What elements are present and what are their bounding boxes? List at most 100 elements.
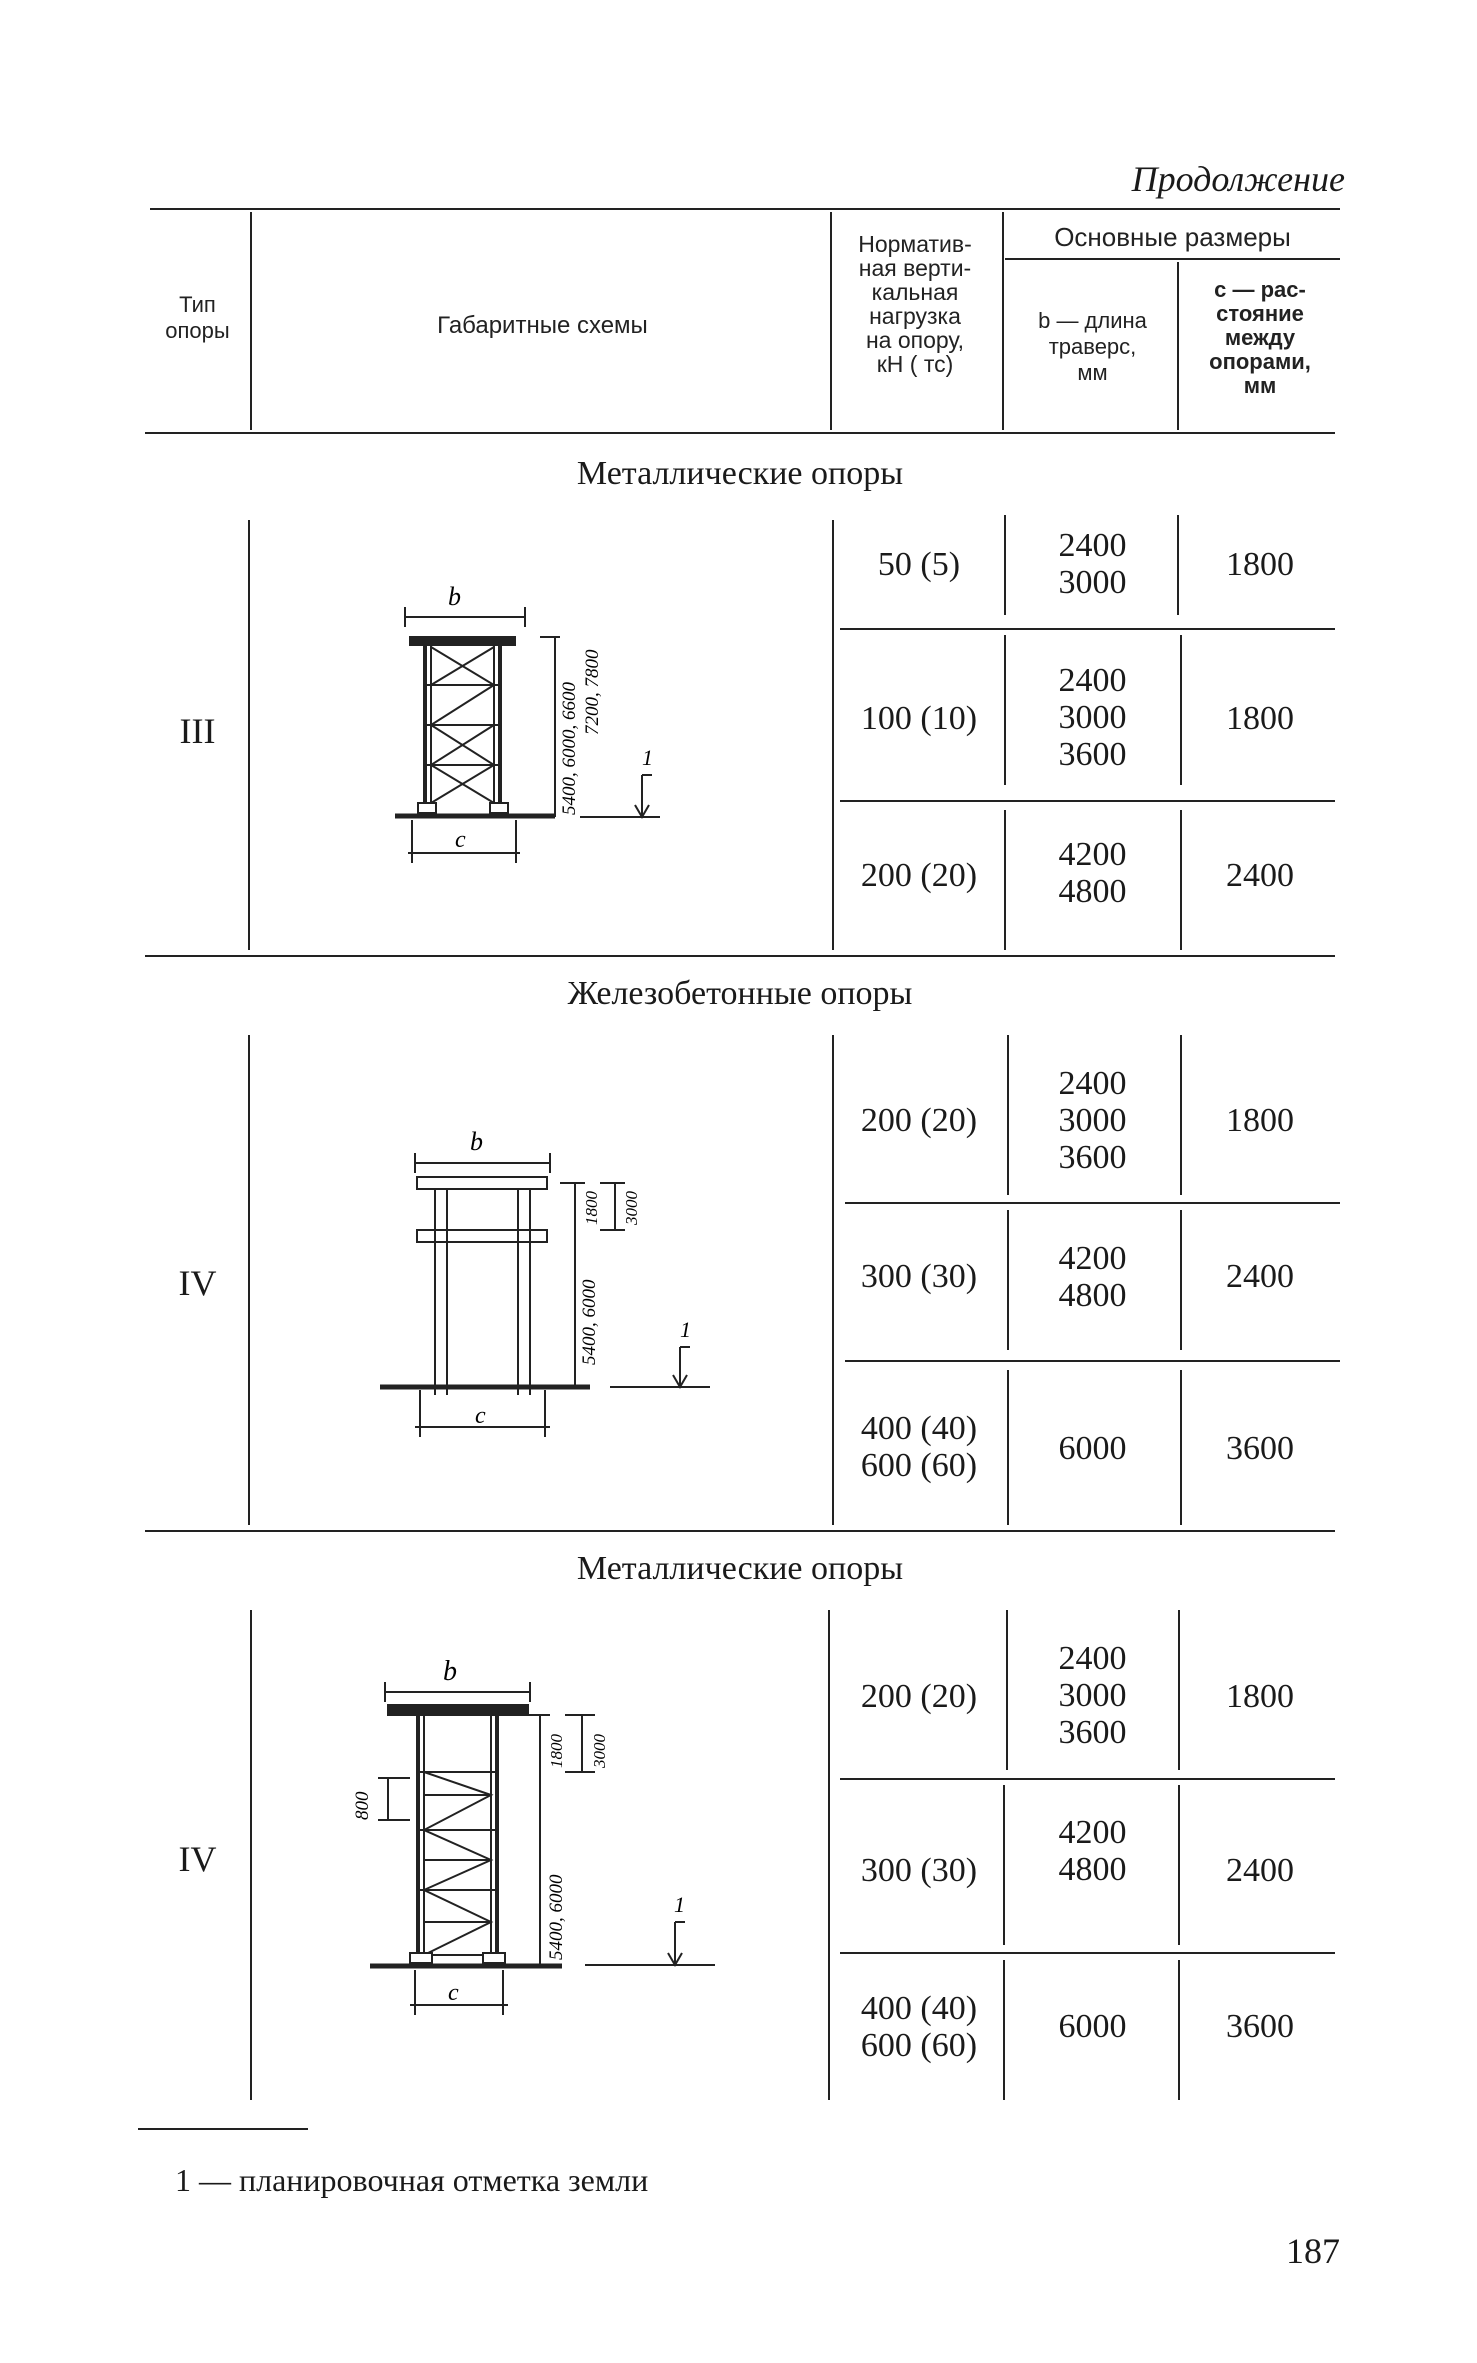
section-vline: [1180, 1370, 1182, 1525]
header-load-line: кН ( тс): [876, 351, 954, 377]
support-type: IV: [178, 1839, 217, 1879]
table-cell-b: 2400 3000: [1005, 527, 1180, 601]
section-vline: [832, 520, 834, 950]
cell-line: 400 (40): [860, 1990, 978, 2027]
section-vline: [832, 1035, 834, 1525]
cell-line: 3600: [1058, 1139, 1127, 1176]
table-cell-load: 200 (20): [835, 1678, 1003, 1715]
row-rule: [840, 800, 1335, 802]
section-vline: [248, 520, 250, 950]
cell-line: 6000: [1058, 1430, 1127, 1467]
continuation-label: Продолжение: [1131, 159, 1345, 199]
cell-line: 3600: [1058, 1714, 1127, 1751]
section-vline: [1180, 1035, 1182, 1195]
diagram-label-b: b: [448, 582, 461, 611]
support-type: III: [179, 711, 216, 751]
table-cell-load: 400 (40) 600 (60): [835, 1410, 1003, 1484]
diagram-dims-label: 5400, 6000: [546, 1874, 567, 1960]
header-c-line: c — рас-: [1214, 277, 1306, 302]
support-diagram-metal-iv: b c 800 5400, 6000 1800 3000 1: [352, 1660, 715, 2015]
diagram-mark-label: 1: [642, 745, 653, 770]
header-c-line: опорами,: [1209, 349, 1311, 374]
header-load-line: ная верти-: [858, 255, 972, 281]
header-main-dimensions: Основные размеры: [1054, 222, 1291, 252]
section-vline: [248, 1035, 250, 1525]
table-cell-c: 1800: [1226, 1102, 1294, 1139]
row-rule: [840, 1778, 1335, 1780]
support-diagram-concrete-iv: b c 5400, 6000 1800 3000 1: [380, 1127, 710, 1437]
diagram-d1-label: 1800: [582, 1191, 601, 1226]
cell-line: 2400: [1058, 1640, 1127, 1677]
diagram-label-b: b: [443, 1660, 457, 1687]
section-vline: [1178, 1785, 1180, 1945]
diagram-dims-label: 5400, 6000, 6600: [559, 682, 580, 816]
header-load-line: на опору,: [865, 327, 965, 353]
diagram-mark-label: 1: [680, 1317, 691, 1342]
diagram-label-b: b: [470, 1127, 483, 1156]
cell-line: 300 (30): [860, 1852, 978, 1889]
support-type: IV: [178, 1263, 217, 1303]
table-cell-b: 6000: [1005, 1430, 1180, 1467]
section-vline: [1004, 635, 1006, 785]
table-cell-load: 50 (5): [835, 546, 1003, 583]
cell-line: 200 (20): [860, 1678, 978, 1715]
section-vline: [1007, 1210, 1009, 1350]
header-bottom-rule: [145, 432, 1335, 434]
cell-line: 6000: [1058, 2008, 1127, 2045]
header-type-line: Тип: [179, 292, 216, 317]
table-cell-b: 2400 3000 3600: [1005, 1065, 1180, 1176]
header-type-line: опоры: [165, 318, 230, 343]
cell-line: 3000: [1058, 1677, 1127, 1714]
section-vline: [1004, 515, 1006, 615]
table-cell-b: 2400 3000 3600: [1005, 1640, 1180, 1751]
header-load-line: кальная: [871, 279, 959, 305]
row-rule: [840, 628, 1335, 630]
header-c-line: стояние: [1216, 301, 1304, 326]
table-cell-load: 300 (30): [835, 1258, 1003, 1295]
cell-line: 4800: [1058, 873, 1127, 910]
header-c-line: мм: [1243, 373, 1277, 398]
cell-line: 3000: [1058, 1102, 1127, 1139]
support-diagram-metal-iii: b c 5400, 6000, 6600 7200, 7800 1: [395, 582, 660, 863]
header-sub-rule: [1005, 258, 1340, 260]
section-vline: [828, 1610, 830, 2100]
section-vline: [1180, 810, 1182, 950]
section-vline: [1003, 1785, 1005, 1945]
section-title: Железобетонные опоры: [567, 975, 913, 1012]
section-vline: [1007, 1370, 1009, 1525]
header-c-line: между: [1224, 325, 1296, 350]
diagram-d0-label: 800: [352, 1791, 373, 1820]
section-vline: [1003, 1960, 1005, 2100]
diagram-label-c: c: [448, 1980, 459, 2006]
cell-line: 300 (30): [860, 1258, 978, 1295]
section-vline: [250, 1610, 252, 2100]
section-vline: [1006, 1610, 1008, 1770]
header-b-line: мм: [1077, 360, 1108, 385]
diagram-label-c: c: [475, 1403, 486, 1429]
table-cell-load: 200 (20): [835, 1102, 1003, 1139]
cell-line: 3000: [1058, 699, 1127, 736]
diagram-d2-label: 3000: [590, 1734, 609, 1770]
footnote: 1 — планировочная отметка земли: [175, 2162, 649, 2198]
table-cell-b: 2400 3000 3600: [1005, 662, 1180, 773]
cell-line: 3000: [1058, 564, 1127, 601]
table-cell-c: 3600: [1226, 1430, 1294, 1467]
header-schema: Габаритные схемы: [437, 312, 648, 339]
row-rule: [845, 1360, 1340, 1362]
cell-line: 400 (40): [860, 1410, 978, 1447]
cell-line: 4200: [1058, 836, 1127, 873]
cell-line: 2400: [1058, 1065, 1127, 1102]
header-load: Норматив- ная верти- кальная нагрузка на…: [830, 232, 1000, 376]
cell-line: 50 (5): [877, 546, 961, 583]
cell-line: 4800: [1058, 1277, 1127, 1314]
cell-line: 200 (20): [860, 857, 978, 894]
cell-line: 100 (10): [860, 700, 978, 737]
header-vline-4: [1177, 262, 1179, 430]
header-load-line: Норматив-: [858, 231, 972, 257]
section-bottom-rule: [145, 955, 1335, 957]
table-cell-load: 200 (20): [835, 857, 1003, 894]
cell-line: 4800: [1058, 1851, 1127, 1888]
header-c: c — рас- стояние между опорами, мм: [1180, 278, 1340, 398]
table-cell-load: 400 (40) 600 (60): [835, 1990, 1003, 2064]
table-cell-b: 4200 4800: [1005, 1814, 1180, 1888]
